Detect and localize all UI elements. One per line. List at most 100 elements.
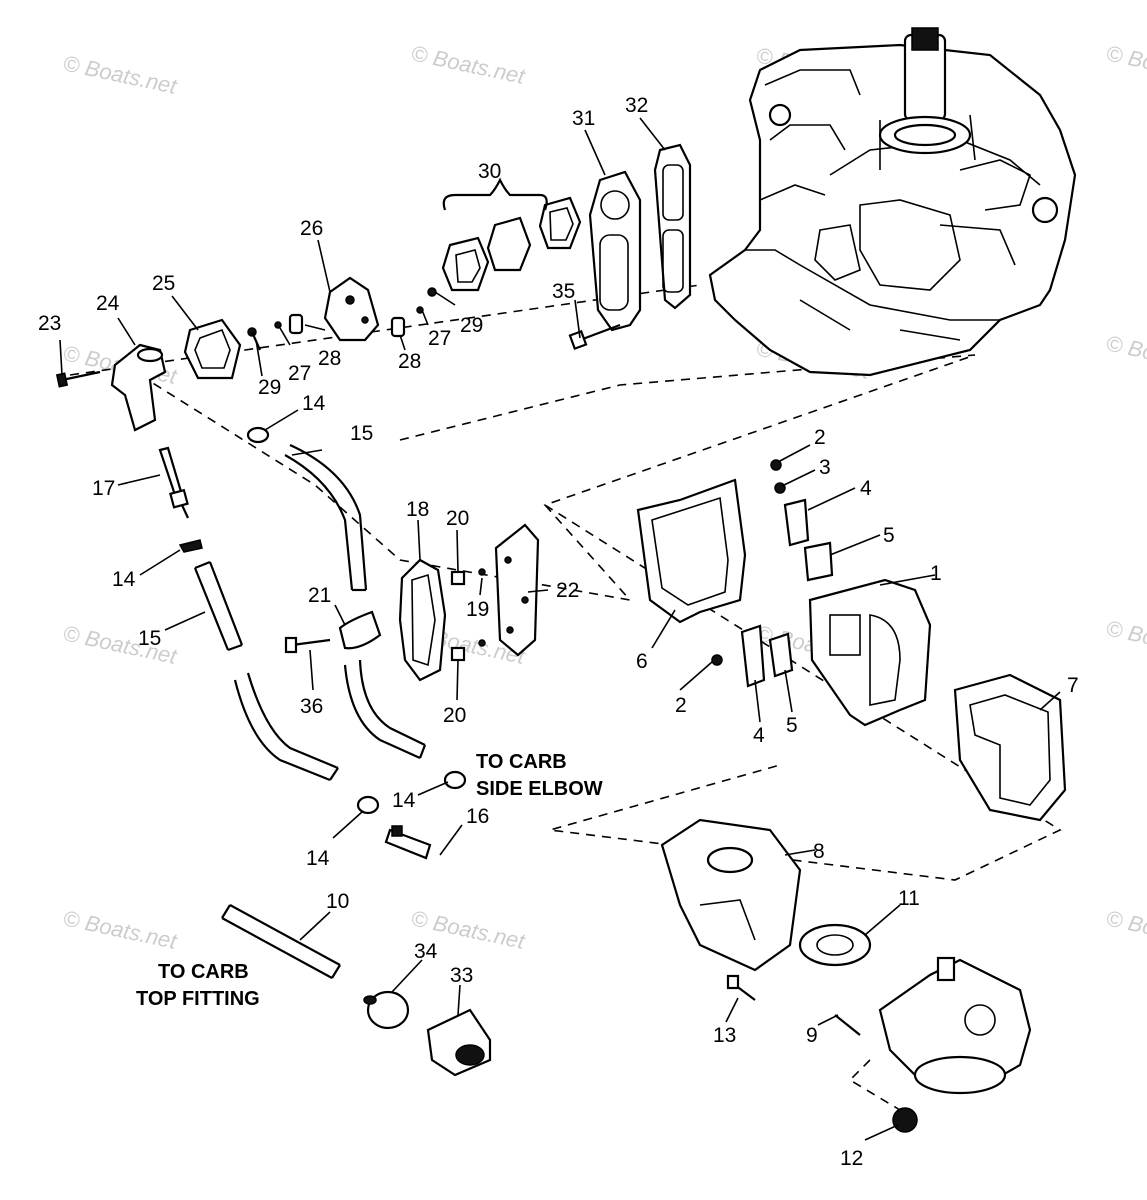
part-8-adapter xyxy=(660,818,802,972)
callout-27: 27 xyxy=(288,362,311,385)
callout-32: 32 xyxy=(625,94,648,117)
part-22-plate xyxy=(494,523,540,657)
callout-30: 30 xyxy=(478,160,501,183)
note-side-elbow: TO CARB SIDE ELBOW xyxy=(476,751,603,800)
part-19-pins xyxy=(478,568,486,647)
part-1-reed-block xyxy=(808,578,932,727)
powerhead-block xyxy=(708,27,1077,377)
callout-20b: 20 xyxy=(443,704,466,727)
callout-10: 10 xyxy=(326,890,349,913)
callout-33: 33 xyxy=(450,964,473,987)
callout-4b: 4 xyxy=(753,724,765,747)
note-top-fitting: TO CARB TOP FITTING xyxy=(136,961,260,1010)
part-4-reed-stop xyxy=(740,498,810,688)
callout-20a: 20 xyxy=(446,507,469,530)
note-line: SIDE ELBOW xyxy=(476,778,603,800)
part-11-gasket xyxy=(798,923,872,967)
callout-15b: 15 xyxy=(138,627,161,650)
callout-3: 3 xyxy=(819,456,831,479)
watermark: © Boats.net xyxy=(1104,330,1147,379)
callout-18: 18 xyxy=(406,498,429,521)
callout-21: 21 xyxy=(308,584,331,607)
part-7-gasket xyxy=(953,673,1067,822)
watermark: © Boats.net xyxy=(61,620,180,669)
callout-29: 29 xyxy=(258,376,281,399)
callout-28: 28 xyxy=(318,347,341,370)
callout-26: 26 xyxy=(300,217,323,240)
callout-34: 34 xyxy=(414,940,438,963)
callout-14b: 14 xyxy=(112,568,136,591)
part-23-screw xyxy=(55,370,101,388)
watermark: © Boats.net xyxy=(1104,905,1147,954)
callout-labels: 23 24 25 29 27 28 26 28 27 29 30 31 32 3… xyxy=(38,94,1079,1170)
part-25-gasket xyxy=(183,318,242,380)
callout-2b: 2 xyxy=(675,694,687,717)
callout-2a: 2 xyxy=(814,426,826,449)
part-15-hose-lower xyxy=(193,560,244,652)
callout-14c: 14 xyxy=(392,789,416,812)
part-18-bracket xyxy=(398,558,447,682)
part-35-screw xyxy=(568,323,621,351)
note-line: TO CARB xyxy=(158,961,249,983)
callout-24: 24 xyxy=(96,292,120,315)
callout-14a: 14 xyxy=(302,392,326,415)
part-31-plate xyxy=(588,170,642,332)
note-line: TO CARB xyxy=(476,751,567,773)
part-14-clamps-bottom xyxy=(356,770,467,815)
part-6-gasket xyxy=(636,478,747,624)
part-10-hose xyxy=(221,904,341,979)
callout-1: 1 xyxy=(930,562,942,585)
part-16-fitting xyxy=(384,825,432,860)
part-15-hose-upper xyxy=(284,443,368,592)
callout-19: 19 xyxy=(466,598,489,621)
callout-28b: 28 xyxy=(398,350,421,373)
part-26-pump-housing xyxy=(323,276,380,342)
callout-27b: 27 xyxy=(428,327,451,350)
callout-7: 7 xyxy=(1067,674,1079,697)
watermark: © Boats.net xyxy=(1104,615,1147,664)
watermark: © Boats.net xyxy=(61,905,180,954)
part-5-reeds xyxy=(768,541,834,678)
callout-36: 36 xyxy=(300,695,323,718)
callout-17: 17 xyxy=(92,477,115,500)
part-30-diaphragm-set xyxy=(441,177,582,292)
callout-13: 13 xyxy=(713,1024,736,1047)
part-14-clamp-top xyxy=(246,426,270,444)
callout-5a: 5 xyxy=(883,524,895,547)
callout-29b: 29 xyxy=(460,314,483,337)
hose-bend-lower xyxy=(233,672,339,782)
assembly-line-top xyxy=(69,284,701,376)
part-21-clip xyxy=(338,610,382,650)
part-36-screw xyxy=(284,636,331,654)
callout-4a: 4 xyxy=(860,477,872,500)
callout-16: 16 xyxy=(466,805,489,828)
callout-9: 9 xyxy=(806,1024,818,1047)
part-27-28-29-small xyxy=(247,287,437,351)
callout-5b: 5 xyxy=(786,714,798,737)
hose-bend-right xyxy=(343,659,427,760)
part-14-clamp-left xyxy=(178,539,203,553)
part-24-elbow xyxy=(110,343,167,432)
note-line: TOP FITTING xyxy=(136,988,260,1010)
callout-25: 25 xyxy=(152,272,175,295)
callout-12: 12 xyxy=(840,1147,863,1170)
leader-lines xyxy=(59,117,1061,1141)
watermark: © Boats.net xyxy=(1104,40,1147,89)
callout-23: 23 xyxy=(38,312,61,335)
part-34-filter xyxy=(363,990,410,1030)
carburetor xyxy=(878,956,1032,1095)
callout-6: 6 xyxy=(636,650,648,673)
callout-22: 22 xyxy=(556,579,579,602)
assembly-line-bowl xyxy=(848,1059,901,1111)
callout-14d: 14 xyxy=(306,847,330,870)
callout-31: 31 xyxy=(572,107,595,130)
part-9-stud xyxy=(834,1014,861,1036)
callout-35: 35 xyxy=(552,280,575,303)
part-17-fitting xyxy=(158,446,189,519)
part-13-screw xyxy=(726,974,756,1001)
part-33-filter-cap xyxy=(426,1008,492,1077)
callout-15a: 15 xyxy=(350,422,373,445)
part-12-drain-screw xyxy=(892,1107,918,1133)
watermark: © Boats.net xyxy=(409,40,528,89)
